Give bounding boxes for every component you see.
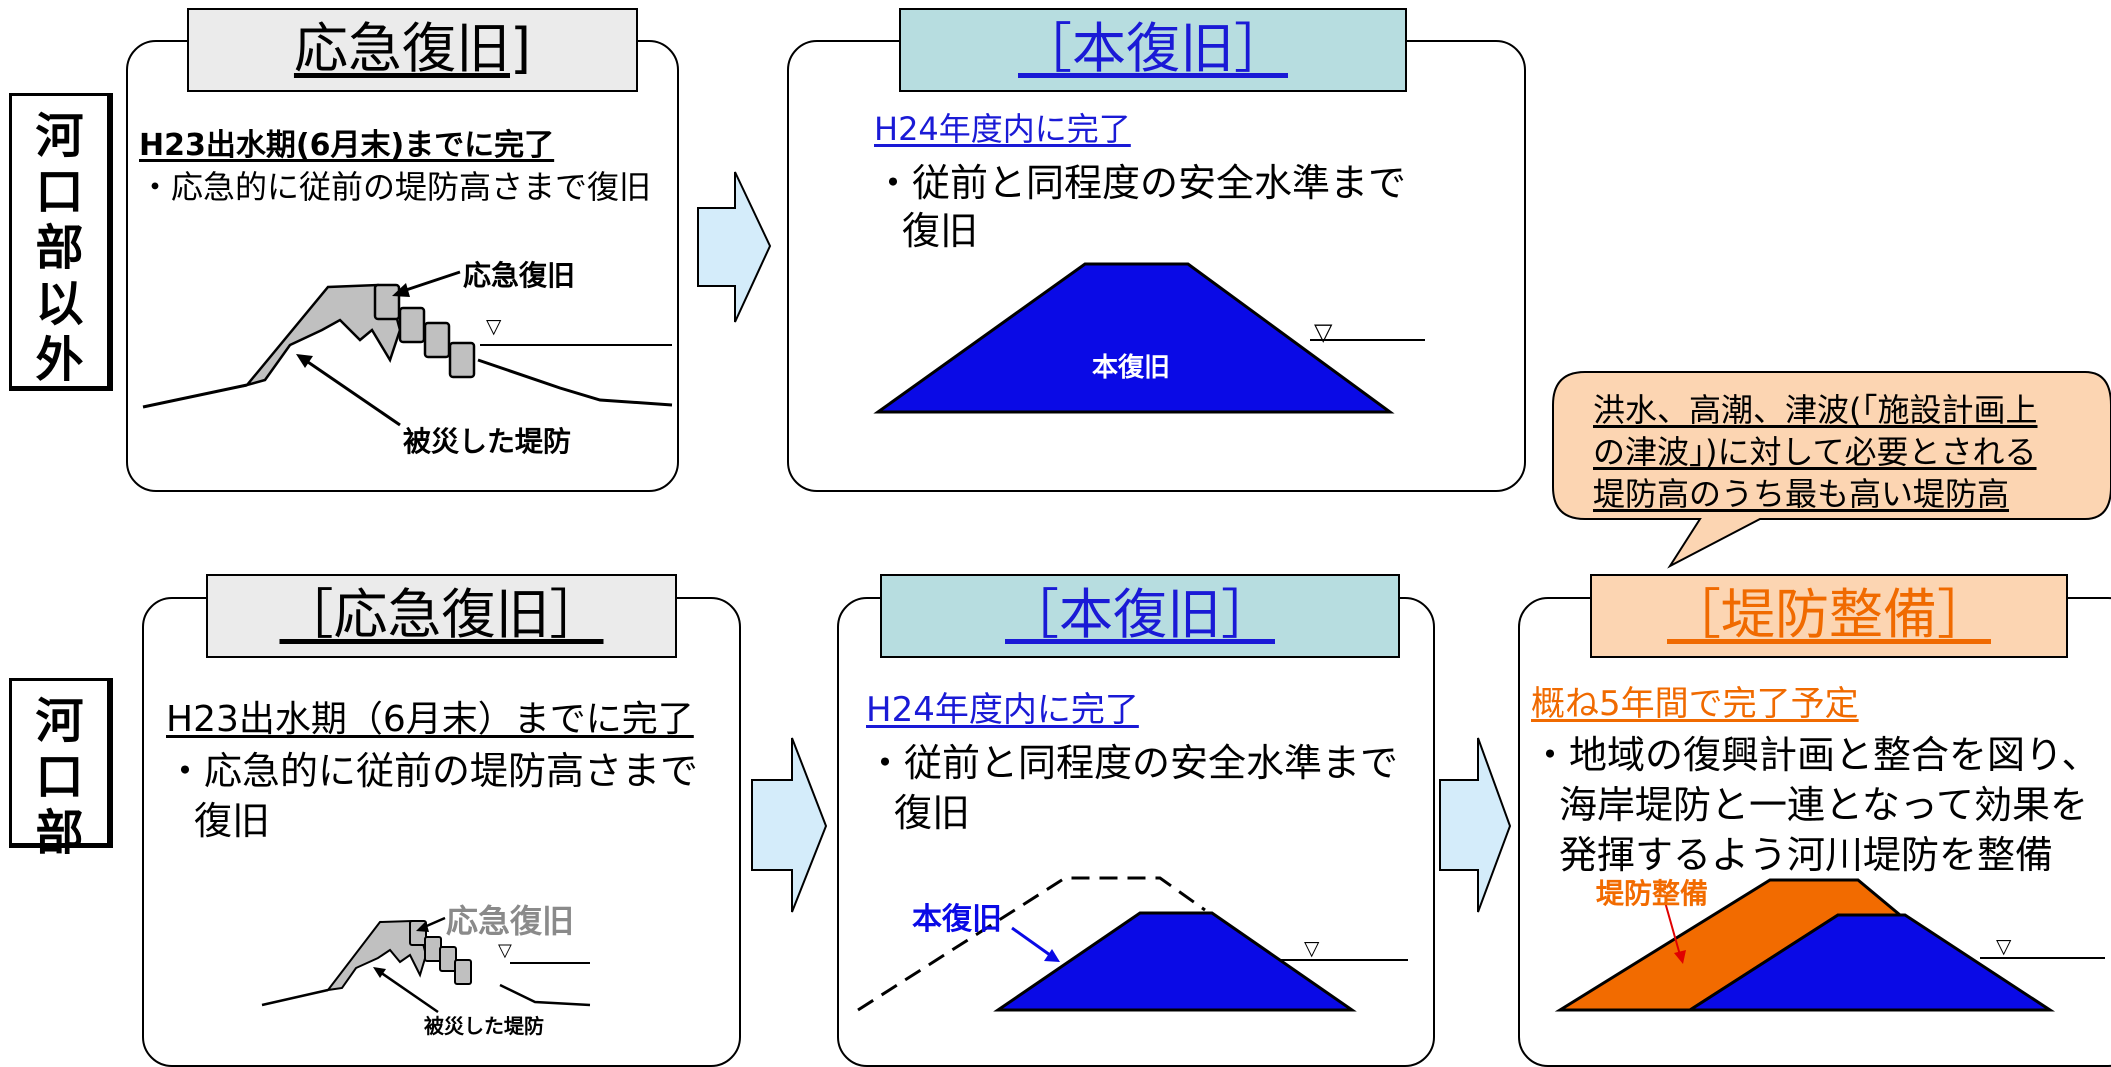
emergency-repair-diagram-small bbox=[261, 916, 591, 1014]
deadline-text: H24年度内に完了 bbox=[874, 110, 1131, 148]
description-text: ・応急的に従前の堤防高さまで bbox=[166, 749, 699, 793]
pointer-arrow bbox=[304, 358, 401, 427]
description-text: 復旧 bbox=[894, 791, 971, 835]
flow-arrow-right bbox=[751, 737, 828, 913]
water-level-symbol: ▽ bbox=[486, 314, 502, 338]
restored-levee bbox=[993, 911, 1357, 1012]
panel-header-levee-improvement: ［堤防整備］ bbox=[1590, 574, 2068, 658]
sandbag bbox=[373, 283, 401, 321]
riverbed-line bbox=[477, 358, 673, 407]
pointer-arrowhead bbox=[1674, 950, 1686, 964]
panel-bottom-emergency-repair bbox=[142, 597, 741, 1067]
description-text: ・従前と同程度の安全水準まで bbox=[874, 161, 1407, 205]
pointer-arrow bbox=[1011, 926, 1051, 957]
row-label-char: 部 bbox=[35, 805, 84, 861]
pointer-arrow bbox=[399, 270, 461, 294]
row-label-char: 口 bbox=[35, 749, 84, 805]
restored-levee bbox=[873, 262, 1395, 414]
pointer-arrow bbox=[1664, 901, 1681, 956]
full-restoration-diagram-small bbox=[857, 876, 1408, 1012]
full-restoration-diagram bbox=[873, 262, 1425, 414]
description-text: ・応急的に従前の堤防高さまで復旧 bbox=[139, 168, 652, 206]
row-label-char: 河 bbox=[35, 108, 84, 164]
levee-improvement-diagram bbox=[1554, 878, 2105, 1012]
row-label-char: 口 bbox=[35, 164, 84, 220]
label-emergency-repair: 応急復旧 bbox=[446, 902, 575, 940]
deadline-text: H23出水期(6月末)までに完了 bbox=[139, 128, 555, 163]
description-text: 海岸堤防と一連となって効果を bbox=[1559, 783, 2088, 827]
panel-header-full-restoration: ［本復旧］ bbox=[899, 8, 1407, 92]
water-level-symbol: ▽ bbox=[1304, 936, 1320, 960]
description-text: ・従前と同程度の安全水準まで bbox=[866, 741, 1399, 785]
pointer-arrowhead bbox=[296, 354, 313, 368]
description-text: 復旧 bbox=[902, 209, 979, 253]
description-text: ・地域の復興計画と整合を図り、 bbox=[1531, 733, 2100, 777]
panel-header-emergency-repair: ［応急復旧］ bbox=[206, 574, 677, 658]
label-emergency-repair: 応急復旧 bbox=[463, 259, 576, 292]
levee-label: 本復旧 bbox=[1092, 353, 1171, 383]
callout-bubble bbox=[1552, 371, 2111, 569]
description-text: 発揮するよう河川堤防を整備 bbox=[1559, 833, 2054, 877]
callout-text-line: 堤防高のうち最も高い堤防高 bbox=[1593, 475, 2010, 513]
row-label-char: 以 bbox=[35, 276, 84, 332]
sandbag bbox=[423, 321, 451, 359]
water-level-symbol: ▽ bbox=[1996, 934, 2012, 958]
flow-arrow-right bbox=[1439, 737, 1512, 913]
row-label-char: 河 bbox=[35, 693, 84, 749]
callout-text-line: の津波」)に対して必要とされる bbox=[1593, 433, 2037, 471]
future-levee-outline bbox=[857, 876, 1206, 1012]
levee-label: 堤防整備 bbox=[1596, 877, 1709, 910]
panel-header-full-restoration: ［本復旧］ bbox=[880, 574, 1400, 658]
pointer-arrowhead bbox=[1044, 949, 1060, 962]
panel-top-emergency-repair bbox=[126, 40, 679, 492]
label-damaged-levee: 被災した堤防 bbox=[403, 425, 572, 458]
label-damaged-levee: 被災した堤防 bbox=[424, 1014, 544, 1038]
row-label-char: 外 bbox=[35, 332, 84, 388]
row-label-char: 部 bbox=[35, 220, 84, 276]
ground-line bbox=[142, 383, 248, 409]
restored-levee bbox=[1684, 913, 2056, 1012]
water-level-symbol: ▽ bbox=[498, 940, 512, 961]
deadline-text: H24年度内に完了 bbox=[866, 690, 1139, 730]
deadline-text: 概ね5年間で完了予定 bbox=[1531, 684, 1859, 724]
row-label-non-estuary: 河 口 部 以 外 bbox=[9, 93, 113, 391]
levee-label: 本復旧 bbox=[912, 902, 1002, 937]
emergency-repair-diagram bbox=[142, 270, 673, 427]
description-text: 復旧 bbox=[194, 799, 271, 843]
sandbag bbox=[448, 341, 476, 379]
callout-text-line: 洪水、高潮、津波(「施設計画上 bbox=[1593, 391, 2038, 429]
water-level-symbol: ▽ bbox=[1314, 318, 1333, 346]
deadline-text: H23出水期（6月末）までに完了 bbox=[166, 699, 694, 740]
row-label-estuary: 河 口 部 bbox=[9, 678, 113, 861]
panel-header-emergency-repair: 応急復旧] bbox=[187, 8, 638, 92]
flow-arrow-right bbox=[697, 171, 772, 323]
pointer-arrowhead bbox=[392, 283, 410, 297]
